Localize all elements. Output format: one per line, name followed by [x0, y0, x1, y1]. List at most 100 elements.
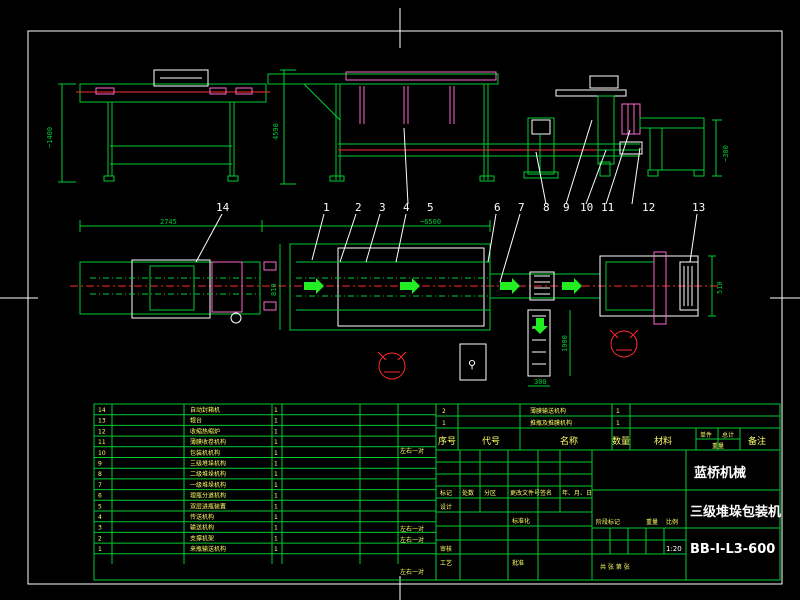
balloon-9: 9 [563, 201, 570, 214]
small-mark: ⚲ [468, 358, 476, 371]
part-name: 薄膜收卷机构 [190, 438, 226, 446]
part-name: 自动封箱机 [190, 406, 220, 414]
part-no: 9 [98, 461, 102, 468]
note: 左右一对 [400, 447, 424, 455]
row-label-sign: 签名 [540, 489, 552, 497]
part-name: 支撑机架 [190, 534, 214, 542]
part-name: 三级堆垛机构 [190, 460, 226, 468]
balloon-labels: 1 2 3 4 5 6 7 8 9 10 11 12 13 14 [216, 201, 705, 214]
dim-height-right: ~300 [722, 145, 730, 162]
flow-arrow-5 [532, 318, 548, 334]
balloon-7: 7 [518, 201, 525, 214]
part-qty: 1 [274, 471, 278, 478]
notes: 左右一对 左右一对 左右一对 左右一对 [400, 447, 424, 576]
balloon-10: 10 [580, 201, 593, 214]
shrink-tunnel-side [639, 117, 722, 177]
balloon-12: 12 [642, 201, 655, 214]
flow-arrow-1 [304, 278, 324, 294]
part-no: 3 [98, 525, 102, 532]
part-right-name: 薄膜输送机构 [530, 407, 566, 415]
row-label-mark: 标记 [440, 489, 452, 497]
dim-plan-main: ~6500 [420, 218, 441, 226]
part-qty: 1 [274, 407, 278, 414]
dim-plan-left: 2745 [160, 218, 177, 226]
balloon-3: 3 [379, 201, 386, 214]
detail-symbol-right [609, 329, 639, 358]
row-label-date: 年、月、日 [562, 489, 592, 497]
header-code: 代号 [482, 436, 500, 447]
row-label-zone: 分区 [484, 489, 496, 497]
middle-conveyor-side [267, 69, 640, 185]
part-right-qty: 1 [616, 420, 620, 427]
part-name: 收缩热缩炉 [190, 427, 220, 435]
flow-arrow-2 [400, 278, 420, 294]
part-no: 10 [98, 450, 106, 457]
part-qty: 1 [274, 461, 278, 468]
title-block: 蓝桥机械 三级堆垛包装机 BB-I-L3-600 1:20 阶段标记 重量 比例… [440, 465, 781, 571]
part-no: 4 [98, 514, 102, 521]
drawing-number: BB-I-L3-600 [690, 542, 775, 557]
part-qty: 1 [274, 418, 278, 425]
header-weight: 重量 [712, 442, 724, 450]
scale-value: 1:20 [666, 545, 682, 553]
parts-list [93, 403, 781, 581]
row-check: 审核 [440, 545, 452, 553]
header-qty: 数量 [612, 435, 630, 447]
side-elevation [58, 69, 722, 205]
part-no: 11 [98, 439, 106, 446]
part-qty: 1 [274, 439, 278, 446]
part-name: 双层进瓶装置 [190, 502, 226, 510]
part-no: 5 [98, 503, 102, 510]
header-material: 材料 [654, 435, 672, 447]
balloon-2: 2 [355, 201, 362, 214]
balloon-14: 14 [216, 201, 230, 214]
header-name: 名称 [560, 435, 578, 447]
part-name: 传送机构 [190, 513, 214, 521]
part-no: 8 [98, 471, 102, 478]
stacker-side [523, 75, 643, 179]
dimension-labels: ~1400 4590 ~300 2745 ~6500 810 510 1000 … [46, 123, 730, 386]
part-qty: 1 [274, 493, 278, 500]
part-no: 2 [98, 535, 102, 542]
header-seq: 序号 [438, 435, 456, 447]
balloon-6: 6 [494, 201, 501, 214]
stage-label: 阶段标记 [596, 518, 620, 526]
part-name: 二级堆垛机构 [190, 470, 226, 478]
flow-arrow-3 [500, 278, 520, 294]
drawing-title: 三级堆垛包装机 [690, 504, 781, 520]
note: 左右一对 [400, 525, 424, 533]
parts-list-right: 2 薄膜输送机构 1 1 推瓶及推膜机构 1 [442, 407, 620, 427]
part-name: 理瓶分道机构 [190, 492, 226, 500]
scale-label: 比例 [666, 518, 678, 526]
part-no: 14 [98, 407, 106, 414]
dim-plan-width-left: 810 [270, 283, 278, 296]
row-process: 工艺 [440, 559, 452, 567]
note: 左右一对 [400, 536, 424, 544]
left-conveyor-side [58, 69, 270, 183]
row-label-count: 处数 [462, 489, 474, 497]
balloon-8: 8 [543, 201, 550, 214]
leaders-top [403, 119, 641, 205]
detail-symbol-left [377, 351, 407, 380]
balloon-5: 5 [427, 201, 434, 214]
balloon-13: 13 [692, 201, 705, 214]
header-total: 总计 [722, 431, 734, 439]
part-qty: 1 [274, 503, 278, 510]
part-right-qty: 1 [616, 408, 620, 415]
balloon-4: 4 [403, 201, 410, 214]
part-no: 6 [98, 493, 102, 500]
dim-pallet-height: 1000 [561, 335, 569, 352]
part-name: 包装机机构 [190, 449, 220, 457]
part-name: 一级堆垛机构 [190, 481, 226, 489]
part-no: 1 [98, 546, 102, 553]
part-name: 来瓶输送机构 [190, 545, 226, 553]
note: 左右一对 [400, 568, 424, 576]
row-std: 标准化 [512, 517, 530, 525]
balloon-11: 11 [601, 201, 614, 214]
row-approve: 批准 [512, 559, 524, 567]
dim-height-left: ~1400 [46, 127, 54, 148]
plan-view [70, 213, 720, 387]
part-qty: 1 [274, 428, 278, 435]
